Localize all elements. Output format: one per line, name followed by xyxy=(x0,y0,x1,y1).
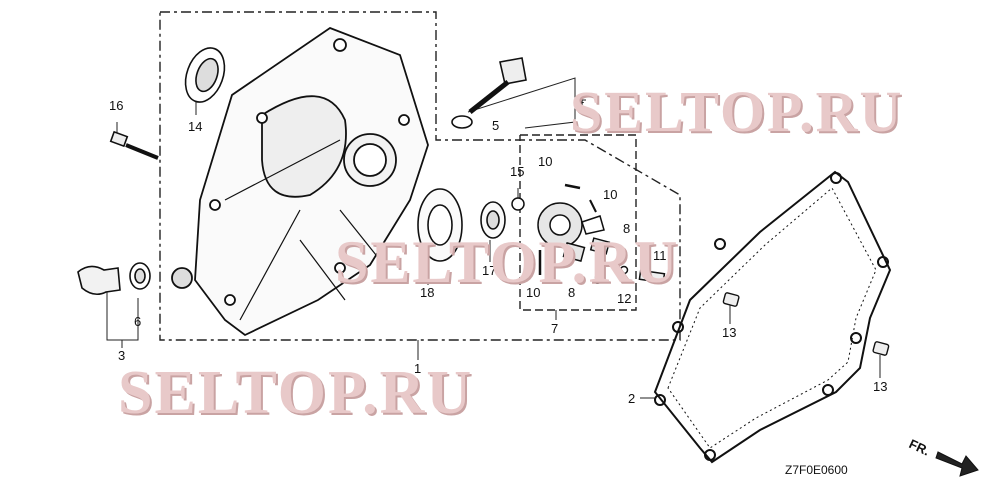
governor-assembly xyxy=(537,183,611,275)
watermark-2: SELTOP.RU xyxy=(335,229,680,295)
diagram-code: Z7F0E0600 xyxy=(785,463,848,477)
label-part-9: 9 xyxy=(546,260,553,275)
watermark-3: SELTOP.RU xyxy=(118,359,474,427)
label-part-10a: 10 xyxy=(538,154,552,169)
oil-seal xyxy=(184,47,226,103)
bearing-17 xyxy=(480,201,506,239)
crankcase-cover xyxy=(171,26,429,337)
label-part-4: 4 xyxy=(577,93,584,108)
label-part-10b: 10 xyxy=(603,187,617,202)
group-frame-1 xyxy=(159,11,681,341)
bolt xyxy=(109,130,159,160)
label-part-8c: 8 xyxy=(594,272,601,287)
label-part-1: 1 xyxy=(414,361,421,376)
label-part-2: 2 xyxy=(628,391,635,406)
label-part-17: 17 xyxy=(482,263,496,278)
label-part-8b: 8 xyxy=(568,285,575,300)
front-direction-arrow: FR. xyxy=(907,436,979,477)
label-part-6: 6 xyxy=(134,314,141,329)
label-part-18: 18 xyxy=(420,285,434,300)
label-part-7: 7 xyxy=(551,321,558,336)
label-part-10c: 10 xyxy=(526,285,540,300)
label-part-13b: 13 xyxy=(873,379,887,394)
dipstick xyxy=(451,57,527,129)
oil-filler-cap xyxy=(77,262,151,296)
watermark-1: SELTOP.RU xyxy=(570,79,904,144)
washer-15 xyxy=(511,197,525,211)
label-part-5: 5 xyxy=(492,118,499,133)
label-part-12: 12 xyxy=(617,291,631,306)
dowel-pin xyxy=(722,292,890,356)
label-part-13a: 13 xyxy=(722,325,736,340)
front-direction-label: FR. xyxy=(907,436,932,458)
gasket xyxy=(653,170,892,464)
label-part-15: 15 xyxy=(510,164,524,179)
label-part-11: 11 xyxy=(653,248,667,263)
part-labels: 1 2 3 4 5 6 7 8 8 8 9 10 10 10 11 12 13 … xyxy=(109,93,887,406)
label-part-14: 14 xyxy=(188,119,202,134)
governor-shaft xyxy=(619,265,666,284)
bearing-18 xyxy=(417,188,463,262)
label-part-3: 3 xyxy=(118,348,125,363)
label-part-8a: 8 xyxy=(623,221,630,236)
label-part-16: 16 xyxy=(109,98,123,113)
